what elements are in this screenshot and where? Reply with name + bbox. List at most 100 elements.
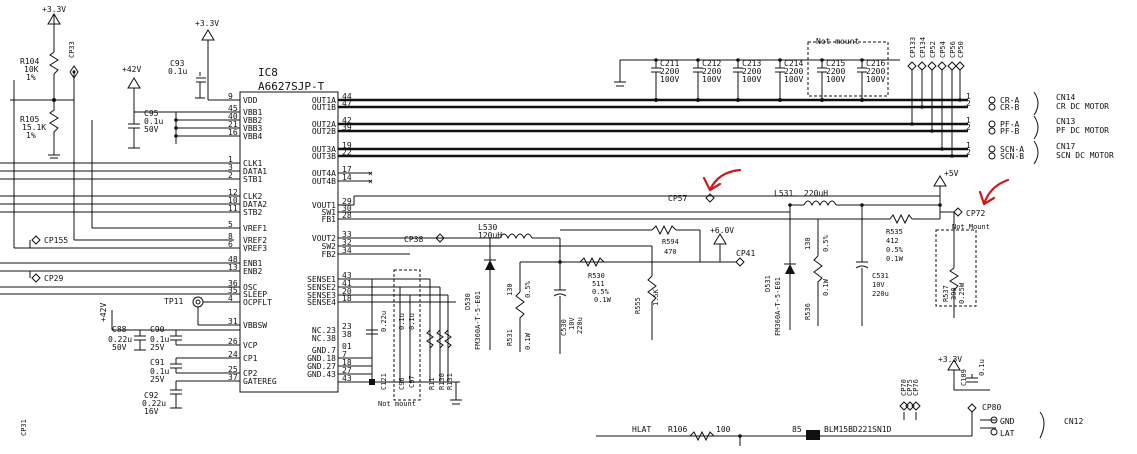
top-capacitor-ref: C213 <box>742 59 761 68</box>
bottom-test-point-label: CP76 <box>912 379 920 396</box>
c530-voltage: 10V <box>568 317 576 330</box>
ic8-pin-name-right: OUT4B <box>312 177 336 186</box>
ic8-pin-number-left: 25 <box>228 365 238 374</box>
ic8-pin-number-right: 39 <box>342 123 352 132</box>
ic8-pin-number-left: 21 <box>228 120 238 129</box>
cp57-label: CP57 <box>668 194 687 203</box>
power-3v3-vdd: +3.3V <box>195 19 219 28</box>
ic8-pin-number-right: 01 <box>342 342 352 351</box>
l531-ref: L531 <box>774 189 793 198</box>
ic8-pin-number-right: 41 <box>342 279 352 288</box>
c109-ref: C109 <box>960 369 968 386</box>
c93-ref: C93 <box>170 59 185 68</box>
c88-ref: C88 <box>112 325 127 334</box>
c91-voltage: 25V <box>150 375 165 384</box>
ic8-pin-number-right: 38 <box>342 330 352 339</box>
not-mount-right: Not Mount <box>952 223 990 231</box>
ic8-pin-name-left: GATEREG <box>243 377 277 386</box>
r104-ref: R104 <box>20 57 39 66</box>
sense-cap-1: 0.22u <box>380 311 388 332</box>
r106-ref: R106 <box>668 425 687 434</box>
l530-value: 120uH <box>478 231 502 240</box>
top-test-point: CP54 <box>937 41 947 151</box>
connector-pin-number: 2 <box>966 123 971 132</box>
ic8-pin-name-right: GND.18 <box>307 354 336 363</box>
ic8-pin-number-left: 16 <box>228 128 238 137</box>
top-capacitor-voltage: 100V <box>702 75 721 84</box>
ic8-pin-number-right: 33 <box>342 230 352 239</box>
ic8-pin-name-right: OUT4A <box>312 169 336 178</box>
c93-vdd: +3.3V C93 0.1u <box>168 19 240 101</box>
ic8-pin-number-right: 43 <box>342 374 352 383</box>
vout2-section: CP38 L530 120uH D530 FM360A-T-5-E01 R531… <box>338 223 755 354</box>
ic8-pin-number-left: 12 <box>228 188 238 197</box>
connector-pin-name: PF-A <box>1000 120 1019 129</box>
motor-bus: × × <box>338 98 968 186</box>
not-mount-bottom: Not mount <box>378 400 416 408</box>
ic8-left-pins: VDD9VBB145VBB240VBB321VBB416CLK11DATA13S… <box>228 92 277 386</box>
top-test-point: CP134 <box>917 37 927 109</box>
ic8-pin-name-right: OUT2B <box>312 127 336 136</box>
ic8-pin-number-left: 3 <box>228 163 233 172</box>
ic8-pin-name-left: SLEEP <box>243 290 267 299</box>
top-capacitor-voltage: 100V <box>784 75 803 84</box>
ic8-pin-name-left: CP1 <box>243 354 258 363</box>
r531-ref: R531 <box>506 329 514 346</box>
connector-pin-name: CR-A <box>1000 96 1019 105</box>
ic8-pin-number-right: 30 <box>342 204 352 213</box>
c95-value: 0.1u <box>144 117 163 126</box>
top-test-point-label: CP56 <box>949 41 957 58</box>
top-capacitor-ref: C212 <box>702 59 721 68</box>
power-42v-top: +42V <box>122 65 141 74</box>
ic8-pin-name-left: VBB3 <box>243 124 262 133</box>
c91-value: 0.1u <box>150 367 169 376</box>
c95-ref: C95 <box>144 109 159 118</box>
ic8-pin-number-left: 45 <box>228 104 238 113</box>
cn12-pin-gnd: GND <box>1000 417 1015 426</box>
d530-part: FM360A-T-5-E01 <box>474 291 482 350</box>
d531-ref: D531 <box>764 275 772 292</box>
c96-label: C96 <box>398 377 406 390</box>
r105-value: 15.1K <box>22 123 46 132</box>
power-3v3-left: +3.3V <box>42 5 66 14</box>
c530-value: 220u <box>576 317 584 334</box>
cp41-label: CP41 <box>736 249 755 258</box>
ic8-pin-number-right: 18 <box>342 294 352 303</box>
cp33-label: CP33 <box>68 41 76 58</box>
c90-ref: C90 <box>150 325 165 334</box>
cp72-label: CP72 <box>966 209 985 218</box>
ic8-pin-name-right: SENSE2 <box>307 283 336 292</box>
ic8-pin-number-right: 27 <box>342 366 352 375</box>
ic8-pin-name-right: VOUT1 <box>312 201 336 210</box>
ic8-pin-name-right: GND.27 <box>307 362 336 371</box>
nc-mark-2: × <box>368 177 373 186</box>
top-test-point-label: CP133 <box>909 37 917 58</box>
connector-description: PF DC MOTOR <box>1056 126 1109 135</box>
ic8-pin-number-right: 43 <box>342 271 352 280</box>
power-3v3-bottom: +3.3V <box>938 355 962 364</box>
bead-pin: 85 <box>792 425 802 434</box>
top-capacitor-voltage: 100V <box>742 75 761 84</box>
c92-voltage: 16V <box>144 407 159 416</box>
r104-r105-divider: +3.3V R104 10K 1% R105 15.1K 1% CP33 <box>10 5 234 241</box>
connector-pin-number: 1 <box>966 141 971 150</box>
ic8-pin-number-left: 9 <box>228 92 233 101</box>
ic8-part: A6627SJP-T <box>258 80 325 93</box>
ic8-pin-number-right: 23 <box>342 322 352 331</box>
ic8-pin-name-right: OUT3A <box>312 145 336 154</box>
r594-ref: R594 <box>662 238 679 246</box>
ic8-pin-number-left: 6 <box>228 240 233 249</box>
r105-tolerance: 1% <box>26 131 36 140</box>
sense-cap-2: 0.1u <box>398 313 406 330</box>
c92-ref: C92 <box>144 391 159 400</box>
ic8-pin-name-left: DATA2 <box>243 200 267 209</box>
bead-part: BLM15BD221SN1D <box>824 425 892 434</box>
l530-ref: L530 <box>478 223 497 232</box>
bottom-test-point-label: CP75 <box>906 379 914 396</box>
cp29-label: CP29 <box>44 274 63 283</box>
connector-pin-name: PF-B <box>1000 127 1019 136</box>
cp155-label: CP155 <box>44 236 68 245</box>
